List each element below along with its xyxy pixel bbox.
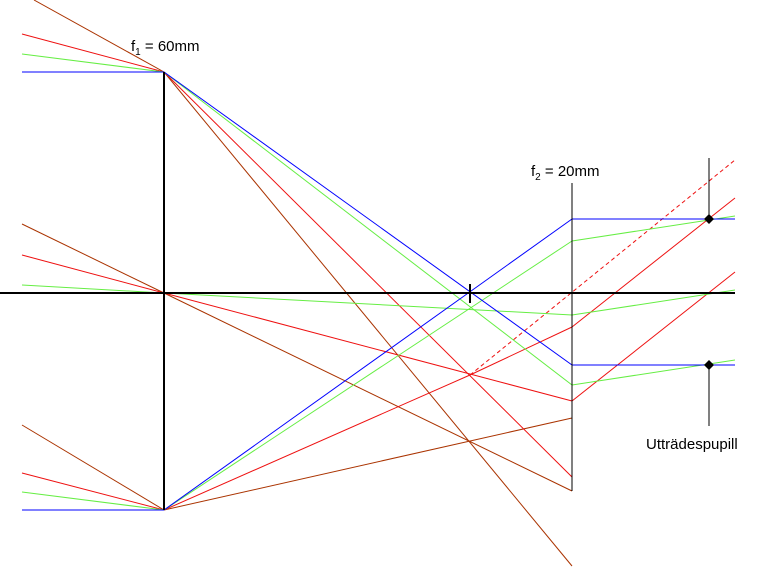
ray-green-bottom bbox=[21, 491, 165, 511]
lens-2-focal-label: f2 = 20mm bbox=[531, 163, 600, 183]
ray-red-bottom-continued bbox=[469, 326, 573, 376]
exit-pupil-markers bbox=[704, 214, 714, 370]
exit-pupil-label: Utträdespupill bbox=[646, 436, 738, 453]
ray-brown-bottom bbox=[21, 424, 165, 511]
ray-blue-top-refracted bbox=[163, 71, 573, 366]
ray-red-top-refracted bbox=[163, 71, 573, 478]
ray-green-top-refracted bbox=[163, 71, 573, 386]
ray-green-top bbox=[21, 53, 165, 73]
exit-pupil-diamond-bottom bbox=[704, 360, 714, 370]
brown-rays bbox=[21, 0, 573, 567]
ray-green-mid-refracted bbox=[163, 292, 573, 316]
ray-red-top bbox=[21, 33, 165, 73]
ray-brown-mid-refracted bbox=[163, 292, 573, 492]
ray-brown-top-refracted bbox=[163, 71, 573, 567]
ray-brown-mid bbox=[21, 223, 165, 294]
ray-brown-bottom-refracted bbox=[163, 417, 573, 511]
green-rays bbox=[21, 53, 736, 511]
exit-pupil-diamond-top bbox=[704, 214, 714, 224]
ray-green-mid bbox=[21, 284, 165, 294]
ray-red-virtual-dashed bbox=[469, 159, 736, 376]
ray-red-mid bbox=[21, 254, 165, 294]
ray-red-bottom-refracted bbox=[163, 374, 471, 511]
ray-red-bottom bbox=[21, 472, 165, 511]
lens-1-focal-label: f1 = 60mm bbox=[131, 38, 200, 58]
ray-green-mid-exit bbox=[571, 289, 736, 316]
red-rays bbox=[21, 33, 736, 511]
optical-elements bbox=[0, 72, 735, 510]
ray-red-mid-refracted bbox=[163, 292, 573, 402]
ray-green-bottom-refracted bbox=[163, 240, 573, 511]
ray-blue-bottom-refracted bbox=[163, 218, 573, 511]
ray-brown-top bbox=[33, 0, 165, 73]
